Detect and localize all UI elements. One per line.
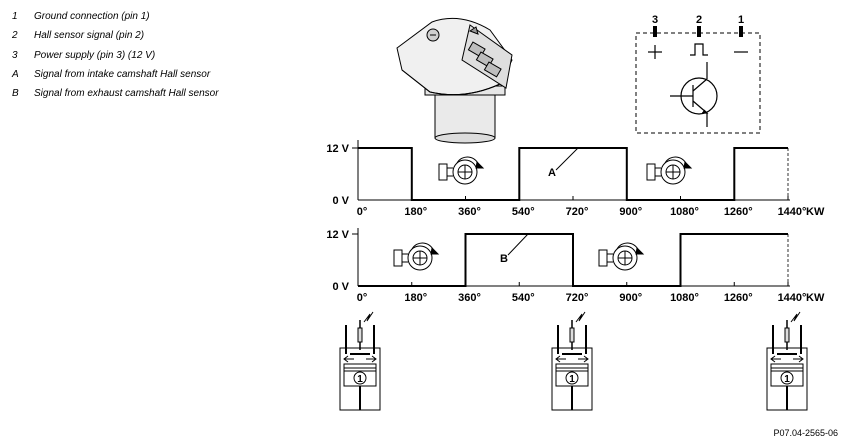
y-tick-label: 12 V — [326, 229, 349, 241]
pin-label: 2 — [696, 14, 702, 26]
x-tick-label: 180° — [404, 206, 427, 218]
x-tick-label: 360° — [458, 206, 481, 218]
cylinder-icon: 1 — [339, 311, 381, 411]
y-tick-label: 12 V — [326, 143, 349, 155]
trigger-wheel-icon — [598, 242, 645, 271]
x-tick-label: 1260° — [724, 206, 753, 218]
pulse-icon — [690, 43, 708, 56]
circuit-schematic: 3 2 1 — [635, 14, 761, 134]
trigger-wheel-icon — [646, 156, 693, 185]
x-tick-label: 720° — [566, 292, 589, 304]
chart-b: 12 V 0 V 0° 180° 360° 540° 720° 900° 1080° 1260… — [326, 228, 825, 304]
trigger-wheel-icon — [438, 156, 485, 185]
x-tick-label: 900° — [619, 292, 642, 304]
x-tick-label: 900° — [619, 206, 642, 218]
pin-label: 1 — [738, 14, 744, 26]
pin-label: 3 — [652, 14, 658, 26]
x-tick-label: 1440° — [778, 206, 807, 218]
x-tick-label: 360° — [458, 292, 481, 304]
chart-a: 12 V 0 V 0° 180° 360° 540° 720° 900° 1080° 1260… — [326, 140, 825, 218]
cylinder-label: 1 — [357, 374, 363, 385]
x-tick-label: 1080° — [670, 292, 699, 304]
x-unit-label: KW — [806, 206, 825, 218]
x-unit-label: KW — [806, 292, 825, 304]
x-tick-label: 180° — [404, 292, 427, 304]
x-tick-label: 1440° — [778, 292, 807, 304]
series-label: B — [500, 253, 508, 265]
cylinder-label: 1 — [569, 374, 575, 385]
cylinder-label: 1 — [784, 374, 790, 385]
y-tick-label: 0 V — [332, 195, 349, 207]
x-tick-label: 1260° — [724, 292, 753, 304]
signal-a-line — [358, 147, 788, 201]
trigger-wheel-icon — [393, 242, 440, 271]
cylinder-icon: 1 — [551, 311, 593, 411]
x-tick-label: 540° — [512, 206, 535, 218]
x-tick-label: 0° — [357, 292, 368, 304]
x-tick-label: 720° — [566, 206, 589, 218]
transistor-icon — [670, 62, 718, 127]
x-tick-label: 1080° — [670, 206, 699, 218]
x-tick-label: 0° — [357, 206, 368, 218]
plus-icon — [648, 45, 662, 59]
x-tick-label: 540° — [512, 292, 535, 304]
signal-b-line — [358, 233, 788, 287]
cylinder-icon: 1 — [766, 311, 808, 411]
reference-code: P07.04-2565-06 — [773, 428, 838, 438]
y-tick-label: 0 V — [332, 281, 349, 293]
series-label: A — [548, 167, 556, 179]
hall-sensor-illustration — [396, 17, 513, 144]
